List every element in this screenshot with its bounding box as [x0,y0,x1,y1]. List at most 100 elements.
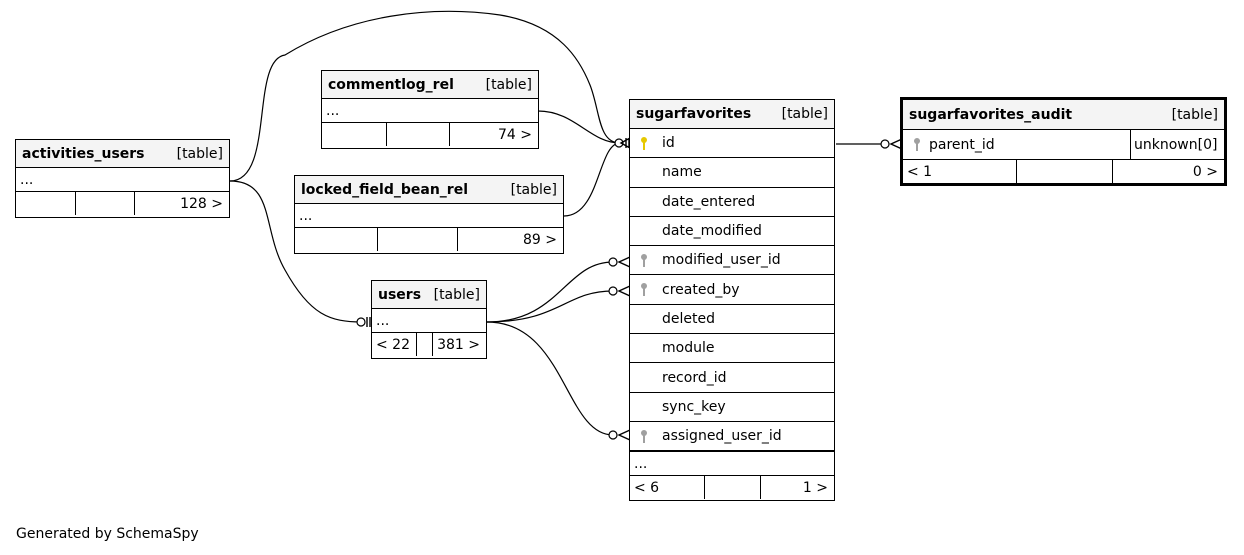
columns-ellipsis: ... [372,309,486,333]
children-count[interactable]: 128 > [180,195,223,212]
column-name: date_modified [662,223,762,240]
children-count[interactable]: 0 > [1192,163,1218,180]
column-name: parent_id [929,136,995,153]
parents-count[interactable]: < 22 [372,333,417,356]
parents-count [322,123,387,146]
table-kind: [table] [510,181,557,198]
marker-modified-user-id [608,256,631,268]
column-row: id [630,129,834,159]
marker-assigned-user-id [608,429,631,441]
column-row: record_id [630,363,834,393]
table-kind: [table] [433,286,480,303]
table-name[interactable]: users [378,286,422,303]
table-footer: < 1 0 > [903,160,1224,183]
table-header: sugarfavorites [table] [630,100,834,129]
column-name: assigned_user_id [662,428,782,445]
table-kind: [table] [485,76,532,93]
marker-created-by [608,285,631,297]
column-row: modified_user_id [630,246,834,276]
column-row: assigned_user_id [630,422,834,452]
column-row: date_entered [630,188,834,217]
edge-users-modified [486,261,614,323]
footer-spacer [378,228,458,251]
table-header: sugarfavorites_audit [table] [903,100,1224,130]
edge-locked-field-bean-rel [563,142,621,217]
parents-count[interactable]: < 1 [903,160,1017,183]
children-count[interactable]: 74 > [498,126,532,143]
marker-users [356,317,371,327]
children-count[interactable]: 381 > [437,336,480,353]
table-kind: [table] [176,145,223,162]
edge-users-created [486,290,614,323]
column-row: deleted [630,305,834,335]
table-activities-users[interactable]: activities_users [table] ... 128 > [15,139,230,218]
column-name: module [662,340,715,357]
edge-activities-users [229,10,621,182]
foreign-key-icon [641,283,647,297]
edge-commentlog-rel [537,110,621,144]
generator-credit: Generated by SchemaSpy [16,526,199,542]
table-footer: < 6 1 > [630,476,834,500]
column-row: created_by [630,275,834,305]
table-kind: [table] [1171,106,1218,123]
columns-ellipsis: ... [322,99,538,123]
footer-spacer [387,123,450,146]
footer-spacer [1017,160,1113,183]
column-name: date_entered [662,193,756,210]
columns-ellipsis: ... [630,451,834,477]
table-name[interactable]: locked_field_bean_rel [301,181,468,198]
foreign-key-icon [641,429,647,443]
edge-users-assigned [486,321,614,436]
column-row: sync_key [630,393,834,422]
column-name: created_by [662,281,740,298]
foreign-key-icon [641,254,647,268]
column-type: unknown[0] [1134,136,1218,153]
table-sugarfavorites[interactable]: sugarfavorites [table] id name date_entere… [629,99,835,501]
footer-spacer [705,476,761,500]
column-name-cell: parent_id [903,130,1131,159]
table-footer: 128 > [16,192,229,215]
table-name[interactable]: sugarfavorites [636,106,752,122]
columns-ellipsis: ... [16,168,229,192]
table-sugarfavorites-audit[interactable]: sugarfavorites_audit [table] parent_id u… [900,97,1227,186]
table-commentlog-rel[interactable]: commentlog_rel [table] ... 74 > [321,70,539,149]
table-name[interactable]: activities_users [22,145,145,162]
primary-key-icon [641,137,647,150]
column-name: name [662,164,702,181]
children-count[interactable]: 89 > [523,231,557,248]
marker-sugarfavorites-id [614,137,631,149]
column-name: modified_user_id [662,252,781,269]
table-footer: < 22 381 > [372,333,486,356]
table-name[interactable]: commentlog_rel [328,76,454,93]
column-name: record_id [662,369,727,386]
column-name: deleted [662,310,715,327]
column-row: module [630,334,834,364]
table-header: activities_users [table] [16,140,229,168]
table-header: locked_field_bean_rel [table] [295,176,563,204]
parents-count [295,228,378,251]
table-kind: [table] [781,106,828,122]
columns-ellipsis: ... [295,204,563,228]
table-locked-field-bean-rel[interactable]: locked_field_bean_rel [table] ... 89 > [294,175,564,254]
children-count[interactable]: 1 > [802,479,828,496]
column-name: id [662,135,675,152]
footer-spacer [417,333,433,356]
column-row: parent_id unknown[0] [903,130,1224,160]
footer-spacer [76,192,135,215]
column-row: date_modified [630,217,834,247]
table-header: users [table] [372,281,486,309]
edge-activities-to-users [229,180,363,323]
column-name: sync_key [662,398,726,415]
table-name[interactable]: sugarfavorites_audit [909,106,1073,123]
table-footer: 74 > [322,123,538,146]
column-list: id name date_entered date_modified modified_… [630,129,834,452]
marker-audit-parent-id [880,138,903,150]
table-header: commentlog_rel [table] [322,71,538,99]
foreign-key-icon [914,138,920,151]
table-footer: 89 > [295,228,563,251]
table-users[interactable]: users [table] ... < 22 381 > [371,280,487,359]
parents-count[interactable]: < 6 [630,476,705,500]
parents-count [16,192,76,215]
column-row: name [630,158,834,188]
